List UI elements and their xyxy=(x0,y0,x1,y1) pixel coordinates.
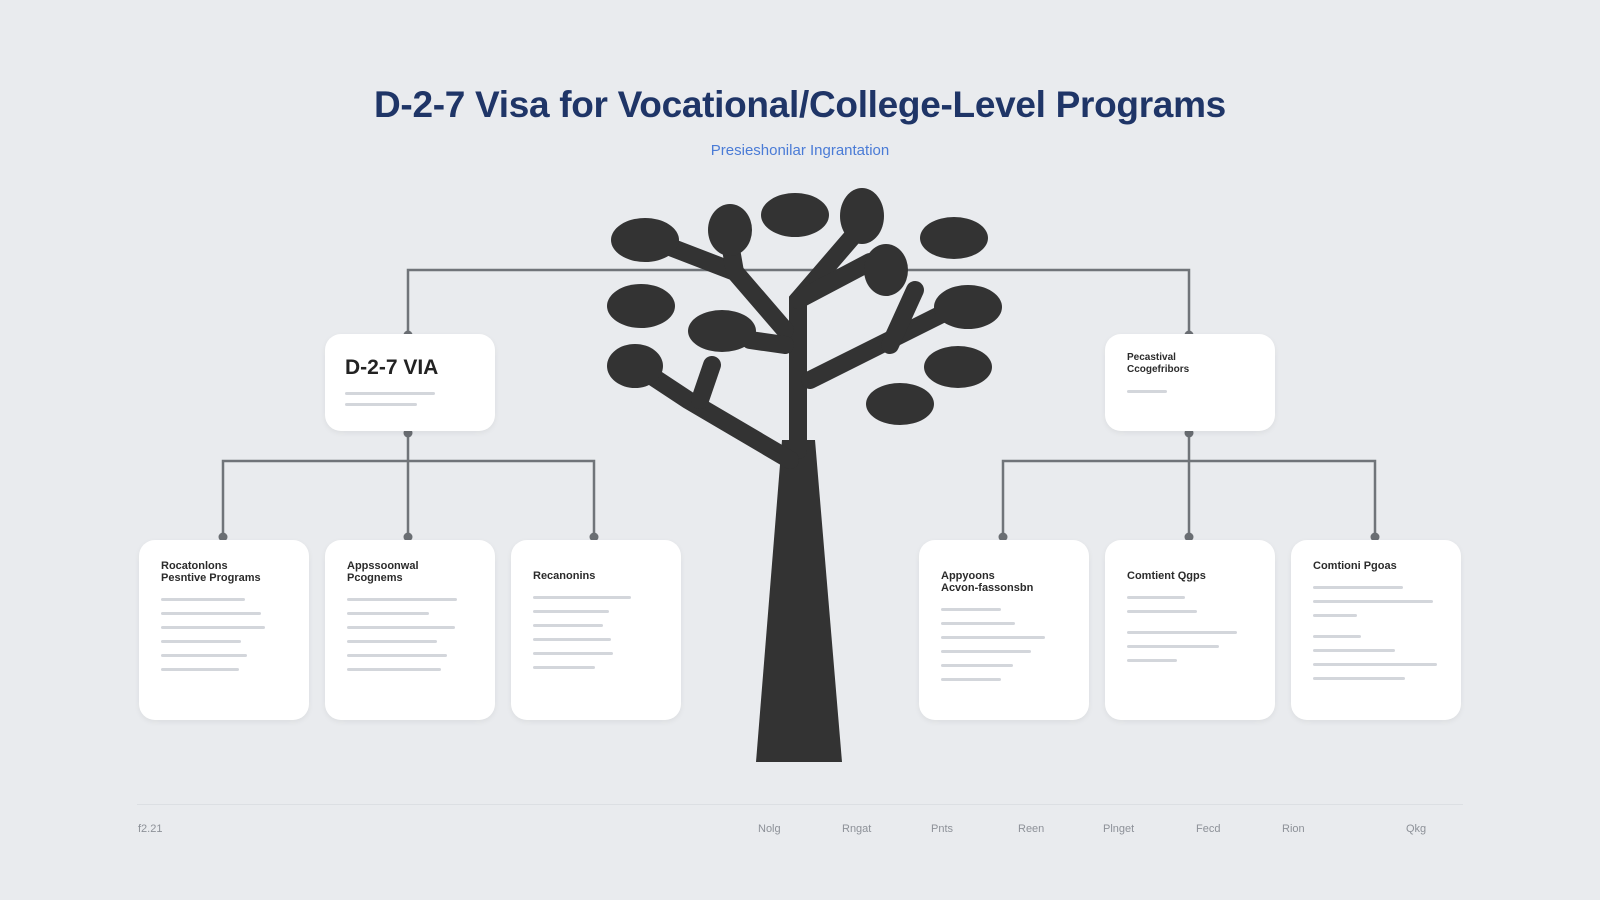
placeholder-text-line xyxy=(1313,586,1403,589)
page-subtitle: Presieshonilar Ingrantation xyxy=(710,142,890,159)
placeholder-text-line xyxy=(161,668,239,671)
placeholder-text-line xyxy=(161,626,265,629)
placeholder-text-line xyxy=(1127,610,1197,613)
placeholder-text-line xyxy=(1127,596,1185,599)
card-approved-institutions[interactable]: Appyoons Acvon-fassonsbn xyxy=(919,540,1089,720)
placeholder-text-line xyxy=(161,612,261,615)
footer-nav-item[interactable]: Rion xyxy=(1282,823,1305,835)
placeholder-text-line xyxy=(161,640,241,643)
placeholder-text-line xyxy=(533,666,595,669)
card-requirements[interactable]: Recanonins xyxy=(511,540,681,720)
placeholder-text-line xyxy=(1313,677,1405,680)
placeholder-text-line xyxy=(347,612,429,615)
placeholder-text-line xyxy=(533,624,603,627)
placeholder-text-line xyxy=(941,650,1031,653)
left-branch-connector xyxy=(221,432,596,536)
tree-trunk xyxy=(756,440,842,762)
placeholder-text-line xyxy=(347,654,447,657)
footer-page-label: f2.21 xyxy=(138,823,163,835)
placeholder-text-line xyxy=(1313,649,1395,652)
placeholder-text-line xyxy=(347,626,455,629)
placeholder-text-line xyxy=(941,622,1015,625)
card-heading: Appyoons Acvon-fassonsbn xyxy=(941,570,1034,594)
card-content-groups[interactable]: Comtient Qgps xyxy=(1105,540,1275,720)
placeholder-text-line xyxy=(533,638,611,641)
card-heading: Comtioni Pgoas xyxy=(1313,560,1397,572)
card-d27-visa[interactable]: D-2-7 VIA xyxy=(325,334,495,431)
placeholder-text-line xyxy=(1313,600,1433,603)
footer-nav-item[interactable]: Rngat xyxy=(842,823,872,835)
placeholder-text-line xyxy=(941,664,1013,667)
card-heading: Comtient Qgps xyxy=(1127,570,1206,582)
placeholder-text-line xyxy=(533,652,613,655)
tree-branches xyxy=(626,219,969,469)
placeholder-text-line xyxy=(941,608,1001,611)
card-additional-programs[interactable]: Comtioni Pgoas xyxy=(1291,540,1461,720)
footer-divider xyxy=(137,804,1463,805)
placeholder-text-line xyxy=(161,598,245,601)
placeholder-text-line xyxy=(941,636,1045,639)
placeholder-text-line xyxy=(345,392,435,395)
placeholder-text-line xyxy=(1313,635,1361,638)
placeholder-text-line xyxy=(1313,614,1357,617)
footer-nav-item[interactable]: Plnget xyxy=(1103,823,1135,835)
placeholder-text-line xyxy=(1127,645,1219,648)
card-heading: Recanonins xyxy=(533,570,596,582)
placeholder-text-line xyxy=(347,598,457,601)
footer-nav-item[interactable]: Qkg xyxy=(1406,823,1427,835)
placeholder-text-line xyxy=(161,654,247,657)
placeholder-text-line xyxy=(345,403,417,406)
right-branch-connector xyxy=(1001,432,1377,536)
footer-nav-item[interactable]: Fecd xyxy=(1196,823,1221,835)
card-heading: Pecastival Ccogefribors xyxy=(1127,352,1190,375)
placeholder-text-line xyxy=(1127,390,1167,393)
placeholder-text-line xyxy=(1127,659,1177,662)
footer-nav-item[interactable]: Nolg xyxy=(758,823,781,835)
footer-nav-item[interactable]: Pnts xyxy=(931,823,954,835)
tree-icon xyxy=(607,188,1002,762)
placeholder-text-line xyxy=(941,678,1001,681)
footer-nav-item[interactable]: Reen xyxy=(1018,823,1045,835)
top-connector xyxy=(406,268,1191,336)
placeholder-text-line xyxy=(1127,631,1237,634)
placeholder-text-line xyxy=(533,610,609,613)
connector-lines xyxy=(221,268,1377,536)
card-vocational-programs[interactable]: Rocatonlons Pesntive Programs xyxy=(139,540,309,720)
card-heading: Appssoonwal Pcognems xyxy=(347,560,419,584)
placeholder-text-line xyxy=(1313,663,1437,666)
card-approval-programs[interactable]: Appssoonwal Pcognems xyxy=(325,540,495,720)
page-title: D-2-7 Visa for Vocational/College-Level … xyxy=(374,84,1226,125)
placeholder-text-line xyxy=(533,596,631,599)
card-vocational-college[interactable]: Pecastival Ccogefribors xyxy=(1105,334,1275,431)
card-heading: Rocatonlons Pesntive Programs xyxy=(161,560,261,584)
placeholder-text-line xyxy=(347,640,437,643)
placeholder-text-line xyxy=(347,668,441,671)
tree-leaves xyxy=(607,188,1002,425)
card-heading: D-2-7 VIA xyxy=(345,356,439,379)
